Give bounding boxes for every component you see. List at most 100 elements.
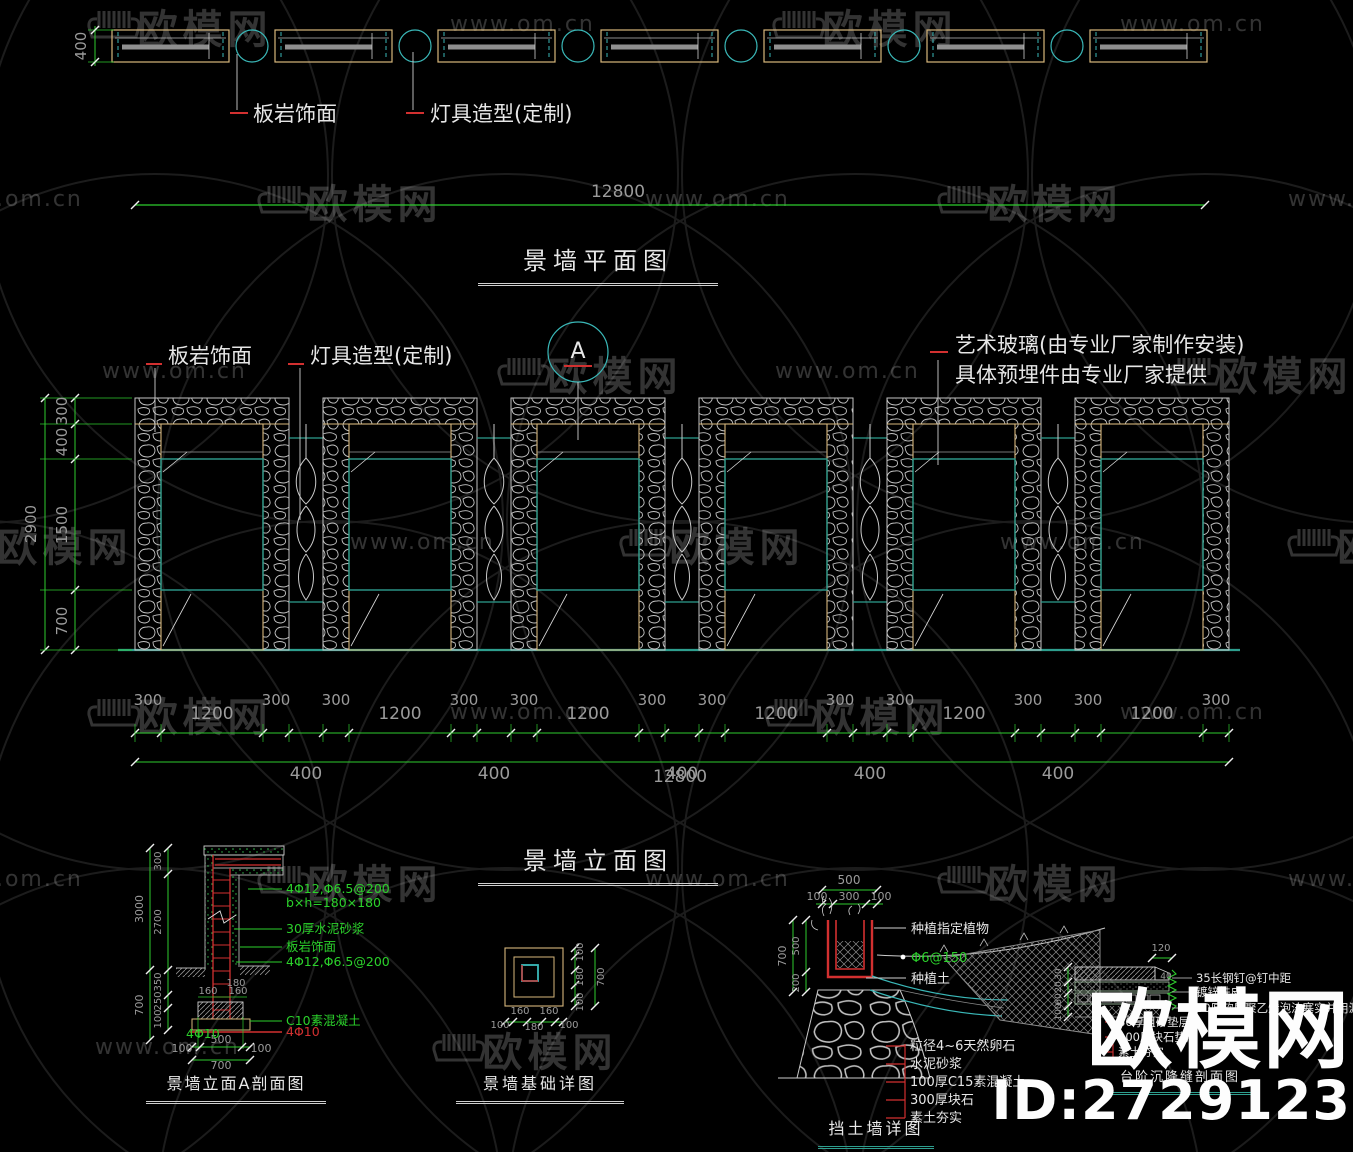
elevation-gap-lamp (1041, 424, 1075, 603)
elevation-frame (322, 397, 478, 651)
elevation-frame (510, 397, 666, 651)
plan-title: 景墙平面图 (478, 241, 718, 286)
watermark-brand-faint: 欧模网 (1338, 525, 1353, 571)
dim-400: 400 (290, 764, 322, 784)
elev-slate-label: 板岩饰面 (168, 344, 252, 368)
sec-dimb-100: 100 (172, 1042, 193, 1055)
plan-view: 400板岩饰面灯具造型(定制)12800 (72, 25, 1210, 210)
elevation-frame (698, 397, 854, 651)
watermark-url-faint: www.om.cn (1288, 867, 1353, 892)
ret-layer-label: 素土夯实 (910, 1111, 962, 1126)
ret-dim-500l: 500 (791, 936, 802, 955)
watermark-brand-faint: 欧模网 (1218, 354, 1353, 400)
dim-1200: 1200 (1130, 704, 1173, 724)
watermark-brand-faint: 欧模网 (548, 354, 683, 400)
dim-300: 300 (638, 691, 667, 709)
dim-300: 300 (262, 691, 291, 709)
sec-note-rebar-top: 4Φ12,Φ6.5@200 (286, 881, 390, 896)
elevation-gap-lamp (665, 424, 699, 603)
fnd-dimb-160: 160 (510, 1006, 529, 1017)
sec-dim-3000: 3000 (133, 895, 146, 923)
section-marker-a: A (570, 339, 585, 364)
ret-label-soil: 种植土 (911, 972, 950, 987)
watermark-logo: 欧模网 (1287, 525, 1353, 571)
plan-lamp-circle (398, 29, 432, 63)
plan-wall-segment (926, 29, 1045, 63)
watermark-url-faint: www.om.cn (1120, 12, 1265, 37)
elevation-frame (134, 397, 290, 651)
watermark-logo: 欧模网 (87, 695, 268, 741)
ret-layer-label: 粒径4~6天然卵石 (910, 1038, 1015, 1054)
watermark-brand-faint: 欧模网 (308, 862, 443, 908)
watermark-logo: 欧模网 (1167, 354, 1353, 400)
step-detail: 1204030206010035长钢钉@钉中距镀锌铁皮50厚软质聚乙烯泡沫塞实并… (1054, 943, 1353, 1059)
sec-dim-160: 160 (228, 986, 247, 997)
watermark-url-faint: www.om.cn (1120, 700, 1265, 725)
plan-dim-400: 400 (72, 32, 90, 61)
fnd-dim-180: 180 (575, 967, 586, 986)
elevation-label-slate: 板岩饰面 (146, 344, 252, 432)
elev-left-dim: 1500 (53, 506, 71, 544)
plan-label-lamp: 灯具造型(定制) (406, 52, 572, 126)
watermark-url-faint: www.om.cn (0, 867, 83, 892)
watermark-brand-faint: 欧模网 (988, 862, 1123, 908)
step-right-label: 50厚软质聚乙烯泡沫塞实并用沥青粘平 (1196, 1001, 1353, 1015)
elevation-gap-lamp (477, 424, 511, 603)
ret-layer-label: 300厚块石 (910, 1093, 974, 1108)
dim-300: 300 (1202, 691, 1231, 709)
watermark-big: 欧模网 ID:2729123 (991, 988, 1351, 1128)
watermark-id-text: ID:2729123 (991, 1069, 1351, 1132)
watermark-logo: 欧模网 (497, 354, 683, 400)
watermark-brand-faint: 欧模网 (0, 525, 133, 571)
plan-slate-label: 板岩饰面 (253, 102, 337, 126)
dim-400: 400 (854, 764, 886, 784)
elevation-frame (886, 397, 1042, 651)
ret-dim-500: 500 (838, 873, 861, 887)
watermark-url-faint: www.om.cn (645, 867, 790, 892)
plan-wall-segment (437, 29, 556, 63)
dim-1200: 1200 (190, 704, 233, 724)
step-left-dim: 20 (1054, 981, 1064, 993)
sec-dim-700: 700 (133, 995, 146, 1016)
dim-400: 400 (1042, 764, 1074, 784)
elevation-label-lamp: 灯具造型(定制) (288, 344, 452, 520)
dim-300: 300 (1014, 691, 1043, 709)
sec-dim-100: 100 (153, 1009, 164, 1028)
step-right-label: 镀锌铁皮 (1196, 985, 1242, 999)
sec-note-4d10-right: 4Φ10 (286, 1024, 320, 1039)
plan-lamp-circle (724, 29, 758, 63)
sec-note-concrete: C10素混凝土 (286, 1013, 361, 1028)
fnd-dimb-100: 100 (559, 1020, 578, 1031)
step-right-label: 35长钢钉@钉中距 (1196, 971, 1292, 985)
ret-dim-100: 100 (871, 890, 892, 903)
dim-12800: 12800 (653, 767, 707, 787)
elev-left-dim: 700 (53, 607, 71, 636)
dim-1200: 1200 (566, 704, 609, 724)
dim-1200: 1200 (378, 704, 421, 724)
dim-300: 300 (1074, 691, 1103, 709)
ret-dim-100: 100 (807, 890, 828, 903)
dim-400: 400 (666, 764, 698, 784)
watermark-brand-faint: 欧模网 (670, 525, 805, 571)
watermark-logo: 欧模网 (937, 862, 1123, 908)
dim-300: 300 (886, 691, 915, 709)
watermark-url-faint: www.om.cn (645, 187, 790, 212)
watermark-logo: 欧模网 (257, 862, 443, 908)
elevation-gap-lamp (853, 424, 887, 603)
dim-300: 300 (698, 691, 727, 709)
watermark-url-faint: www.om.cn (450, 700, 595, 725)
watermark-brand-text: 欧模网 (1087, 981, 1351, 1081)
plan-label-slate: 板岩饰面 (230, 54, 337, 126)
step-left-dim: 100 (1054, 1003, 1064, 1020)
dim-1200: 1200 (942, 704, 985, 724)
watermark-logo: 欧模网 (0, 525, 133, 571)
elev-dim-total-v: 2900 (22, 505, 40, 543)
sec-dimb-100: 100 (251, 1042, 272, 1055)
plan-lamp-circle (561, 29, 595, 63)
step-left-label: 素土夯实 (1118, 1045, 1164, 1059)
retaining-detail-title: 挡土墙详图 (818, 1115, 934, 1149)
